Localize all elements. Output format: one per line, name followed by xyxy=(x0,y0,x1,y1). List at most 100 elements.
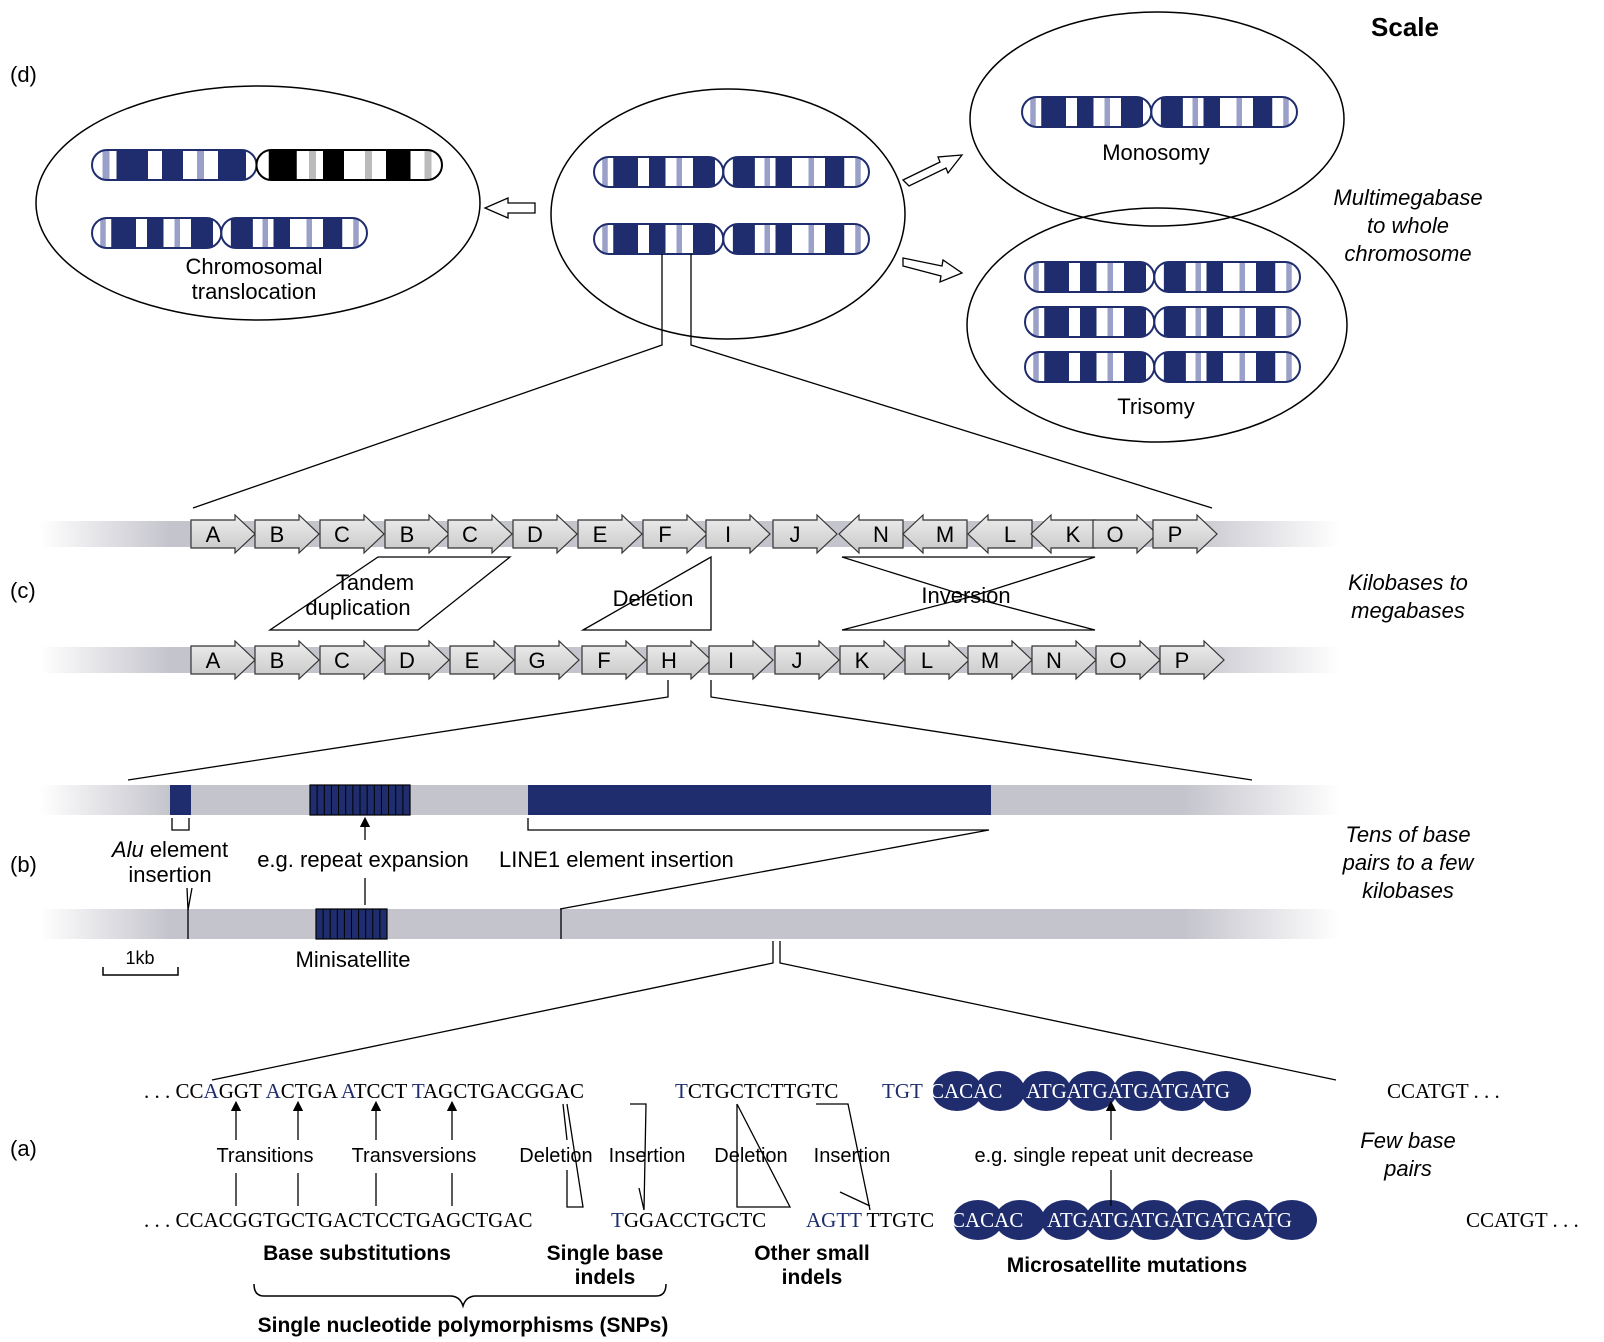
svg-text:Kilobases to: Kilobases to xyxy=(1348,570,1468,595)
alu-element xyxy=(170,785,191,815)
deletion-connector xyxy=(580,555,712,631)
gene-label: F xyxy=(658,522,671,547)
svg-text:chromosome: chromosome xyxy=(1344,241,1471,266)
svg-text:Tens of base: Tens of base xyxy=(1345,822,1470,847)
gene-label: J xyxy=(790,522,801,547)
gene-top-3: B xyxy=(384,513,450,555)
panel-b-connectors xyxy=(171,816,990,939)
gene-label: G xyxy=(528,648,545,673)
gene-label: N xyxy=(873,522,889,547)
sequence-bottom-left: . . . CCACGGTGCTGACTCCTGAGCTGAC xyxy=(144,1208,533,1232)
microsatellite-top xyxy=(932,1071,1251,1111)
alu-insertion-label: Alu element xyxy=(110,837,228,862)
repeat-decrease-label: e.g. single repeat unit decrease xyxy=(974,1145,1253,1167)
svg-text:pairs: pairs xyxy=(1383,1156,1432,1181)
svg-text:kilobases: kilobases xyxy=(1362,878,1454,903)
single-base-indels-label-1: Single base xyxy=(547,1242,664,1265)
monosomy-label: Monosomy xyxy=(1102,140,1210,165)
chromosome-translocated-partner xyxy=(91,217,368,249)
gene-top-2: C xyxy=(319,513,385,555)
transitions-label: Transitions xyxy=(216,1145,313,1167)
svg-text:Multimegabase: Multimegabase xyxy=(1333,185,1482,210)
base-substitutions-label: Base substitutions xyxy=(263,1242,451,1265)
gene-bottom-12: M xyxy=(967,639,1033,681)
repeat-unit xyxy=(1041,1200,1091,1240)
inversion-connector-2 xyxy=(841,596,1096,631)
gene-top-8: I xyxy=(705,513,771,555)
substitution-arrows xyxy=(230,1100,1117,1206)
gene-label: A xyxy=(206,648,221,673)
gene-bottom-1: B xyxy=(254,639,320,681)
sequence-bottom-indel-2: AGTT TTGTC xyxy=(806,1208,934,1232)
gene-label: M xyxy=(936,522,954,547)
gene-bottom-9: J xyxy=(774,639,840,681)
inversion-connector xyxy=(841,556,1096,598)
gene-top-6: E xyxy=(577,513,643,555)
gene-top-9: J xyxy=(772,513,838,555)
sequence-bottom-tail: CCATGT . . . xyxy=(1466,1208,1579,1232)
svg-text:Few base: Few base xyxy=(1360,1128,1455,1153)
gene-label: O xyxy=(1109,648,1126,673)
translocation-label-2: translocation xyxy=(192,279,317,304)
panel-label-b: (b) xyxy=(10,852,37,877)
repeat-unit xyxy=(953,1200,1003,1240)
gene-bottom-5: G xyxy=(514,639,580,681)
repeat-unit xyxy=(1021,1071,1071,1111)
gene-label: B xyxy=(270,522,285,547)
repeat-unit xyxy=(1157,1071,1207,1111)
chromosome-monosomy xyxy=(1021,96,1298,128)
rearrangement-connectors xyxy=(267,555,1096,631)
deletion-1-label: Deletion xyxy=(519,1145,592,1167)
indel-connectors xyxy=(562,1103,871,1211)
chromosome-trisomy-3 xyxy=(1024,351,1301,383)
microsatellite-bottom xyxy=(953,1200,1317,1240)
transversions-label: Transversions xyxy=(352,1145,477,1167)
chromosomes xyxy=(91,96,1301,383)
gene-label: E xyxy=(465,648,480,673)
sequence-top-tail: CCATGT . . . xyxy=(1387,1079,1500,1103)
panel-label-a: (a) xyxy=(10,1136,37,1161)
inversion-label: Inversion xyxy=(921,583,1010,608)
snps-label: Single nucleotide polymorphisms (SNPs) xyxy=(258,1314,669,1337)
line1-element xyxy=(528,785,991,815)
microsatellite-mutations-label: Microsatellite mutations xyxy=(1007,1254,1247,1277)
deletion-label: Deletion xyxy=(613,586,694,611)
zoom-lines-d-c xyxy=(192,254,1213,509)
panel-label-d: (d) xyxy=(10,62,37,87)
sequence-top-tgt: TGT xyxy=(882,1079,923,1103)
gene-label: C xyxy=(334,648,350,673)
trisomy-ellipse xyxy=(966,207,1348,443)
gene-bottom-2: C xyxy=(319,639,385,681)
gene-bottom-11: L xyxy=(904,639,970,681)
zoom-lines-b-a xyxy=(211,941,1337,1081)
scale-c-label: Kilobases to megabases xyxy=(1348,570,1468,623)
gene-label: P xyxy=(1175,648,1190,673)
gene-label: D xyxy=(399,648,415,673)
chromosome-trisomy-1 xyxy=(1024,261,1301,293)
gene-label: C xyxy=(334,522,350,547)
scale-a-label: Few base pairs xyxy=(1360,1128,1455,1181)
gene-label: P xyxy=(1168,522,1183,547)
line1-insertion-label: LINE1 element insertion xyxy=(499,847,734,872)
gene-label: O xyxy=(1106,522,1123,547)
gene-label: D xyxy=(527,522,543,547)
gene-top-12: L xyxy=(967,513,1033,555)
arrow-to-trisomy xyxy=(902,257,964,284)
repeat-unit xyxy=(1201,1071,1251,1111)
gene-label: M xyxy=(981,648,999,673)
panel-label-c: (c) xyxy=(10,578,36,603)
gene-bottom-10: K xyxy=(839,639,905,681)
gene-bottom-13: N xyxy=(1031,639,1097,681)
gene-top-4: C xyxy=(447,513,513,555)
repeat-unit xyxy=(1067,1071,1117,1111)
repeat-expansion-label: e.g. repeat expansion xyxy=(257,847,469,872)
panel-a-categories: Base substitutions Single base indels Ot… xyxy=(258,1242,1248,1337)
snps-brace xyxy=(253,1283,667,1309)
gene-label: K xyxy=(855,648,870,673)
repeat-unit xyxy=(1175,1200,1225,1240)
gene-label: B xyxy=(270,648,285,673)
gene-bottom-0: A xyxy=(190,639,256,681)
scale-b-label: Tens of base pairs to a few kilobases xyxy=(1342,822,1476,903)
